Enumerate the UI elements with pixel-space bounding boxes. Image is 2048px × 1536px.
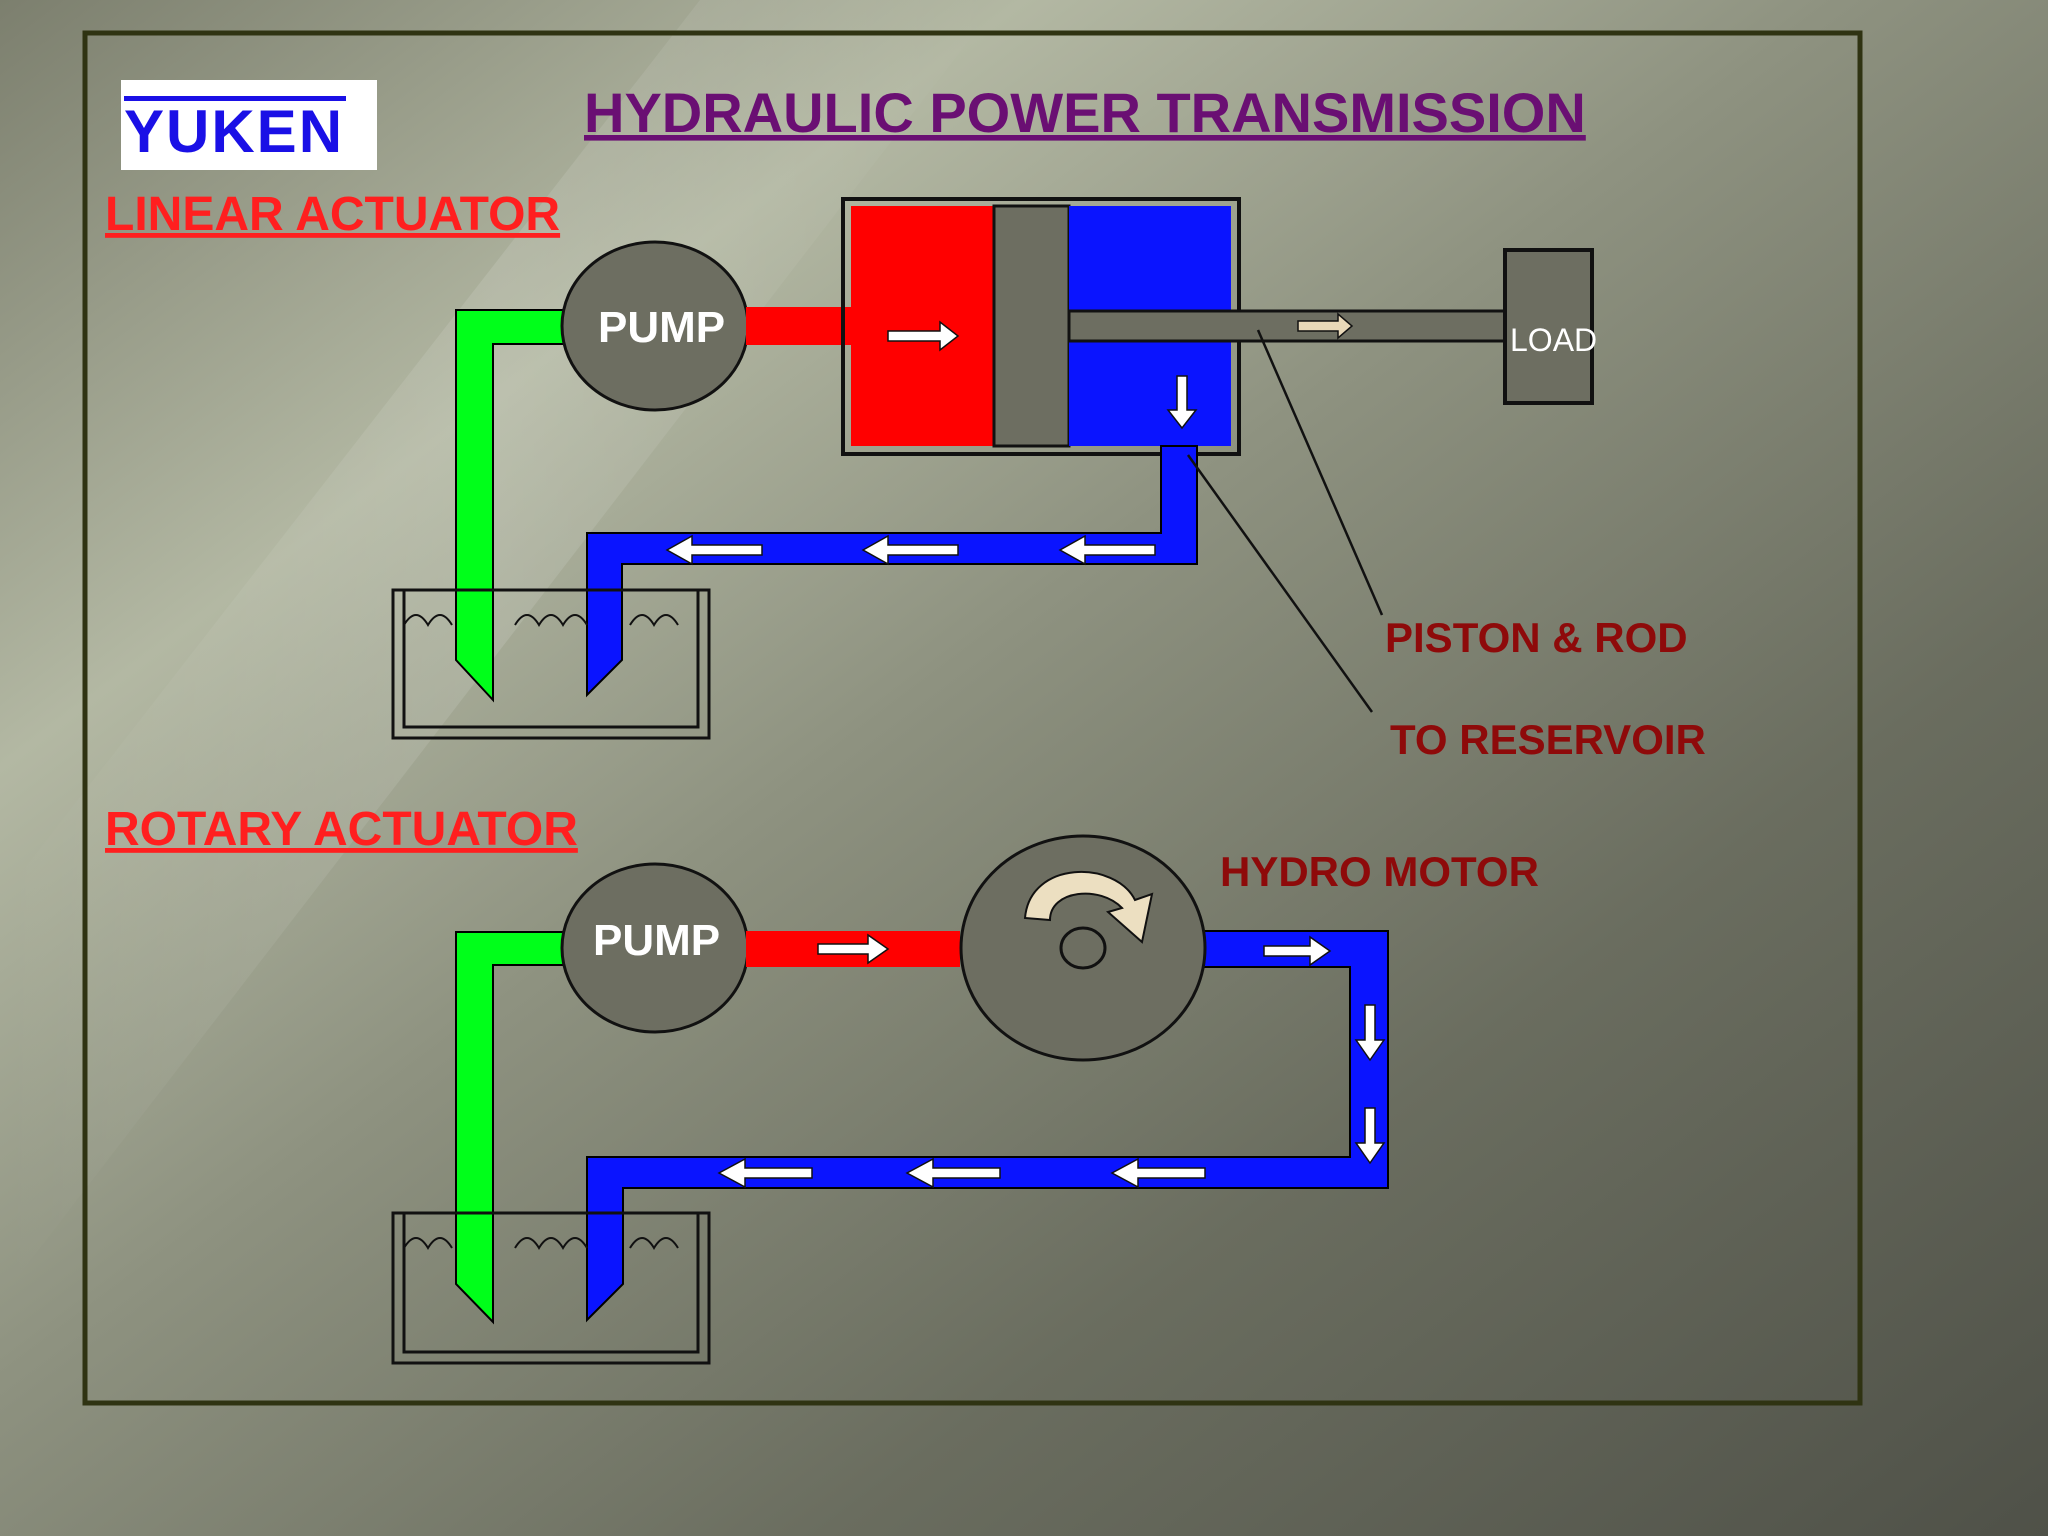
rotary-reservoir (391, 1211, 711, 1365)
flow-arrow-right-icon (1263, 935, 1332, 967)
flow-arrow-left-icon (1058, 534, 1156, 566)
rotary-return-line (586, 930, 1389, 1323)
flow-arrow-left-icon (905, 1157, 1001, 1189)
hydro-motor-label: HYDRO MOTOR (1220, 848, 1539, 895)
yuken-logo: YUKEN (121, 80, 377, 170)
flow-arrow-left-icon (861, 534, 959, 566)
hydraulic-cylinder (841, 197, 1507, 456)
slide-frame (82, 30, 1863, 1406)
hydro-motor (959, 834, 1207, 1062)
rod-motion-arrow-icon (1297, 312, 1354, 340)
rotary-pump-label: PUMP (593, 916, 720, 965)
linear-suction-line (455, 309, 571, 703)
rotary-pump: PUMP (560, 862, 750, 1034)
page-title: HYDRAULIC POWER TRANSMISSION (584, 81, 1586, 144)
rotation-arrow-icon (1023, 871, 1154, 944)
flow-arrow-down-icon (1166, 375, 1198, 430)
svg-text:YUKEN: YUKEN (124, 98, 344, 165)
callout-line-reservoir (1186, 454, 1374, 713)
flow-arrow-right-icon (817, 933, 890, 965)
linear-return-line (586, 445, 1198, 698)
load-block: LOAD (1503, 248, 1597, 405)
linear-pump-label: PUMP (598, 303, 725, 352)
to-reservoir-label: TO RESERVOIR (1390, 716, 1706, 763)
linear-pressure-line (746, 307, 852, 345)
flow-arrow-left-icon (1110, 1157, 1206, 1189)
linear-reservoir (391, 588, 711, 740)
flow-arrow-down-icon (1354, 1004, 1386, 1062)
flow-arrow-right-icon (887, 320, 960, 352)
callout-line-piston (1256, 329, 1384, 616)
rotary-actuator-heading: ROTARY ACTUATOR (105, 803, 578, 856)
linear-pump: PUMP (560, 240, 750, 412)
flow-arrow-left-icon (665, 534, 763, 566)
piston-rod (1067, 309, 1507, 343)
linear-actuator-heading: LINEAR ACTUATOR (105, 188, 560, 241)
flow-arrow-left-icon (717, 1157, 813, 1189)
load-label: LOAD (1510, 322, 1597, 358)
rotary-suction-line (455, 931, 571, 1325)
piston (992, 204, 1071, 448)
piston-rod-label: PISTON & ROD (1385, 614, 1688, 661)
flow-arrow-down-icon (1354, 1107, 1386, 1165)
